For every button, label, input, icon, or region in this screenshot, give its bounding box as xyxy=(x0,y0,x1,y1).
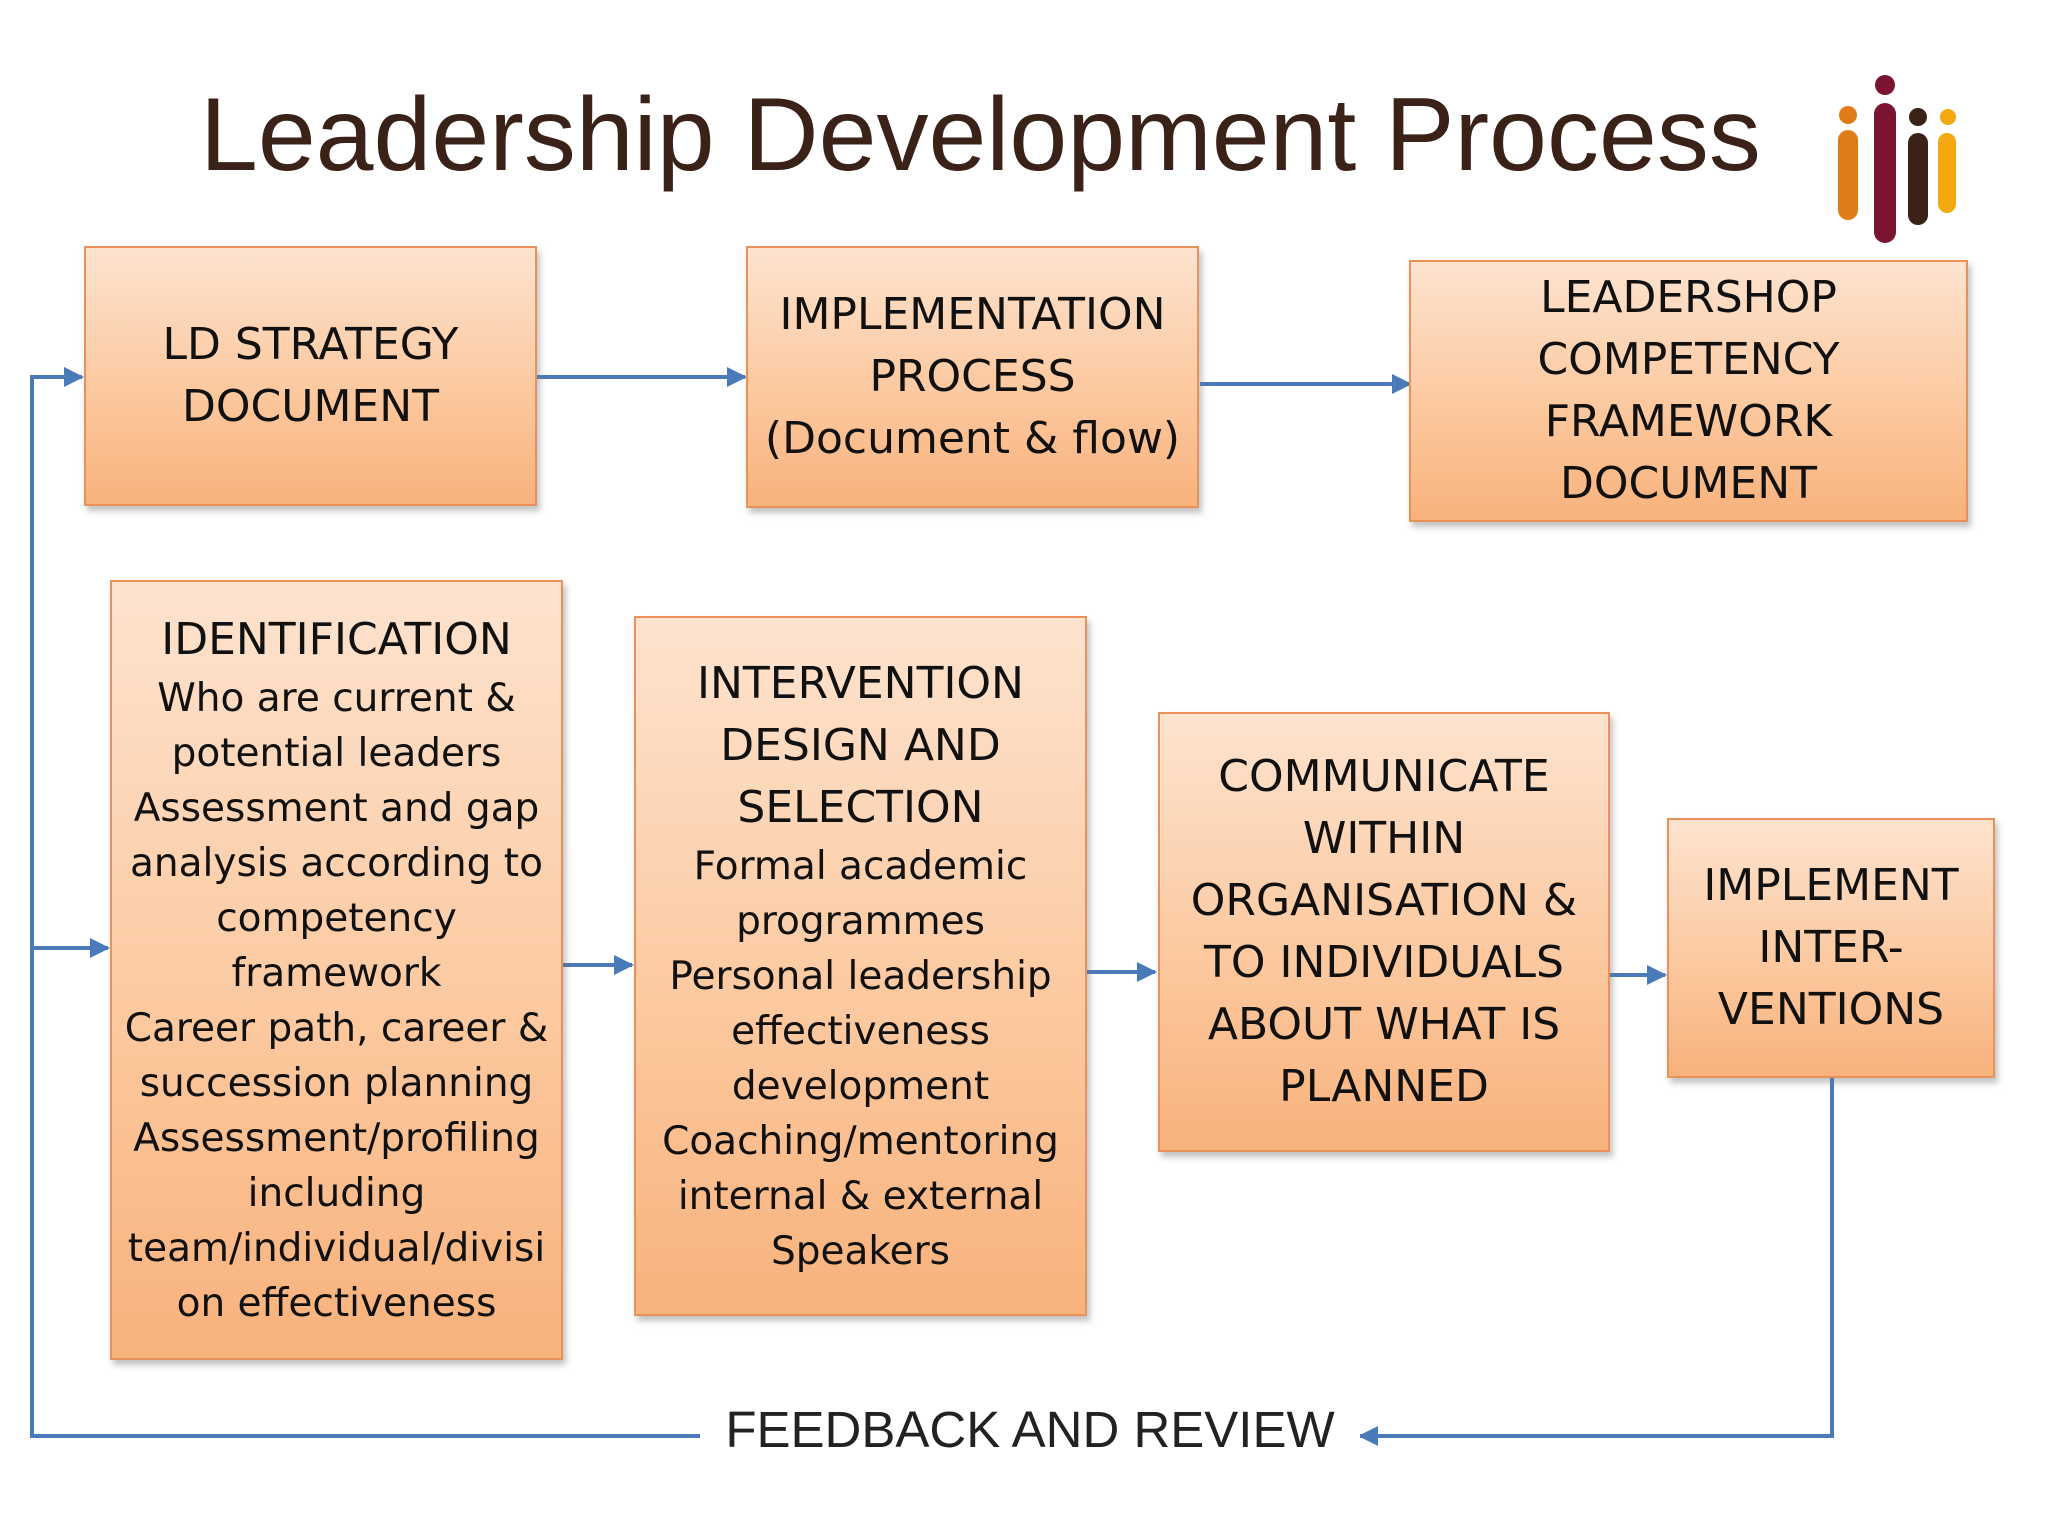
box-text-line: IMPLEMENT xyxy=(1703,860,1959,911)
box-text-line: effectiveness xyxy=(731,1009,990,1054)
box-text-line: PROCESS xyxy=(869,351,1076,402)
competency-framework-box: LEADERSHOP COMPETENCY FRAMEWORK DOCUMENT xyxy=(1409,260,1968,522)
intervention-design-box: INTERVENTION DESIGN AND SELECTION Formal… xyxy=(634,616,1087,1316)
box-text-line: INTERVENTION xyxy=(697,658,1024,709)
box-text-line: including xyxy=(247,1171,426,1216)
box-text-line: Coaching/mentoring xyxy=(662,1119,1059,1164)
logo-dot-red xyxy=(1875,75,1895,95)
company-logo xyxy=(1838,75,1956,243)
box-text-line: INTER- xyxy=(1758,922,1904,973)
box-text-line: PLANNED xyxy=(1279,1061,1489,1112)
box-text-line: team/individual/divisi xyxy=(127,1226,546,1271)
implementation-process-box: IMPLEMENTATION PROCESS (Document & flow) xyxy=(746,246,1199,508)
logo-dot-brown xyxy=(1909,108,1927,126)
box-text-line: succession planning xyxy=(139,1061,534,1106)
logo-bar-red xyxy=(1874,103,1896,243)
box-text-line: LEADERSHOP xyxy=(1540,272,1837,323)
box-text-line: Who are current & xyxy=(157,676,516,721)
box-text-line: DOCUMENT xyxy=(1559,458,1817,509)
identification-heading: IDENTIFICATION xyxy=(161,614,512,665)
feedback-loop-line xyxy=(1358,1078,1834,1446)
box-text-line: framework xyxy=(231,951,442,996)
box-text-line: FRAMEWORK xyxy=(1544,396,1833,447)
ld-strategy-box: LD STRATEGY DOCUMENT xyxy=(84,246,537,506)
box-text-line: on effectiveness xyxy=(176,1281,497,1326)
box-text-line: internal & external xyxy=(677,1174,1044,1219)
box-text-line: Assessment/profiling xyxy=(133,1116,540,1161)
box-text-line: potential leaders xyxy=(171,731,502,776)
communicate-box: COMMUNICATE WITHIN ORGANISATION & TO IND… xyxy=(1158,712,1610,1152)
box-text-line: ORGANISATION & xyxy=(1190,875,1578,926)
box-text-line: WITHIN xyxy=(1302,813,1466,864)
box-text-line: DOCUMENT xyxy=(182,381,439,432)
box-text-line: Formal academic xyxy=(693,844,1028,889)
box-text-line: Assessment and gap xyxy=(133,786,540,831)
logo-dot-yellow xyxy=(1940,109,1956,125)
box-text-line: VENTIONS xyxy=(1717,984,1945,1035)
box-text-line: LD STRATEGY xyxy=(162,319,459,370)
feedback-return-line xyxy=(30,367,700,1438)
logo-dot-orange xyxy=(1839,106,1857,124)
logo-bar-yellow xyxy=(1938,133,1956,213)
box-text-line: analysis according to xyxy=(130,841,543,886)
logo-bar-orange xyxy=(1838,130,1858,220)
box-text-line: (Document & flow) xyxy=(764,413,1181,464)
page-title: Leadership Development Process xyxy=(200,77,1761,193)
implement-interventions-box: IMPLEMENT INTER- VENTIONS xyxy=(1667,818,1995,1078)
box-text-line: IMPLEMENTATION xyxy=(779,289,1166,340)
identification-box: IDENTIFICATION Who are current & potenti… xyxy=(110,580,563,1360)
box-text-line: competency xyxy=(216,896,457,941)
box-text-line: ABOUT WHAT IS xyxy=(1207,999,1561,1050)
box-text-line: DESIGN AND xyxy=(720,720,1001,771)
box-text-line: programmes xyxy=(736,899,985,944)
box-text-line: TO INDIVIDUALS xyxy=(1204,937,1564,988)
box-text-line: Personal leadership xyxy=(669,954,1052,999)
box-text-line: Speakers xyxy=(771,1229,950,1274)
box-text-line: Career path, career & xyxy=(124,1006,549,1051)
box-text-line: COMPETENCY xyxy=(1537,334,1840,385)
box-text-line: COMMUNICATE xyxy=(1218,751,1550,802)
box-text-line: development xyxy=(731,1064,990,1109)
box-text-line: SELECTION xyxy=(737,782,984,833)
feedback-and-review-label: FEEDBACK AND REVIEW xyxy=(700,1395,1360,1465)
logo-bar-brown xyxy=(1908,133,1928,225)
